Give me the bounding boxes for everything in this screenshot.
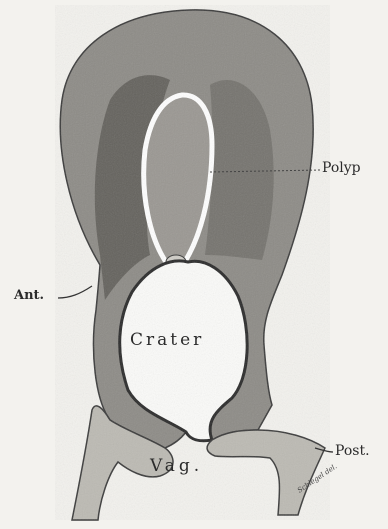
posterior-label: Post. <box>335 443 370 459</box>
crater-label: Crater <box>130 330 204 350</box>
vagina-label: Vag. <box>150 456 203 476</box>
anterior-label: Ant. <box>14 288 44 303</box>
polyp-label: Polyp <box>322 160 361 176</box>
